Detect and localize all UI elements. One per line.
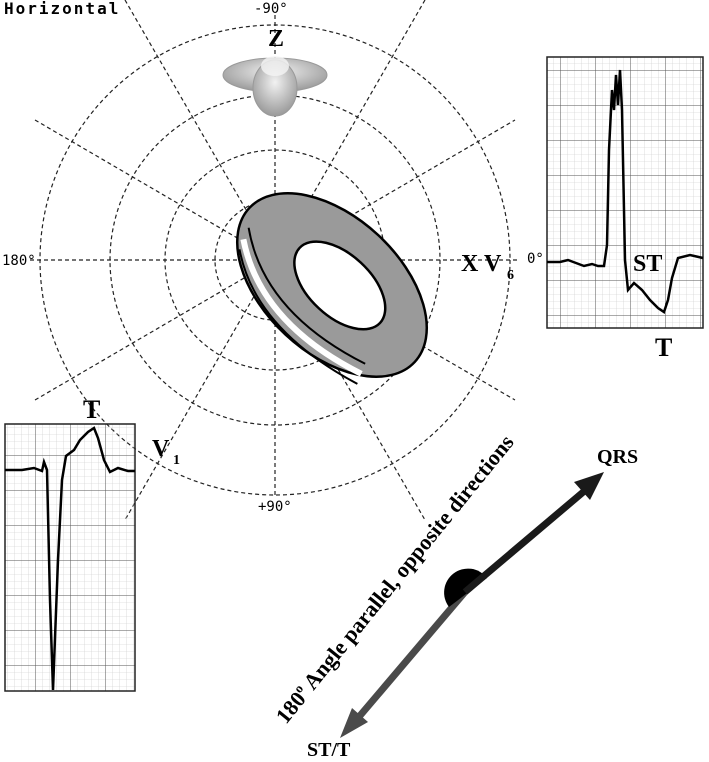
head-top-view-icon [222, 56, 328, 117]
ecg-trace-v6 [547, 69, 704, 314]
qrs-label: QRS [597, 446, 638, 468]
ecg-strip-v1 [4, 423, 136, 692]
v6-subscript: 6 [507, 268, 514, 283]
ecg-trace-v1 [5, 426, 135, 691]
polar-label-top: -90° [254, 1, 288, 17]
vector-arrows [340, 472, 604, 738]
polar-label-right: 0° [527, 251, 544, 267]
v1-label: V [152, 436, 170, 462]
stt-arrow-shaft [355, 589, 468, 721]
stt-arrowhead [340, 708, 368, 738]
v1-subscript: 1 [173, 453, 180, 468]
t-label-right: T [655, 333, 672, 362]
qrs-arrowhead [574, 472, 604, 500]
z-axis-label: Z [268, 26, 284, 52]
ecg-strip-v6 [546, 56, 704, 329]
polar-label-left: 180° [2, 253, 36, 269]
qrs-arrow-shaft [462, 485, 591, 595]
st-label: ST [633, 251, 662, 277]
t-label-left: T [83, 395, 100, 424]
polar-label-bottom: +90° [258, 499, 292, 515]
heart-ring-icon [235, 192, 429, 385]
x-axis-label: X [461, 251, 479, 277]
stt-label: ST/T [307, 739, 351, 761]
polar-title: Horizontal [4, 0, 120, 18]
v6-label: V [484, 251, 502, 277]
